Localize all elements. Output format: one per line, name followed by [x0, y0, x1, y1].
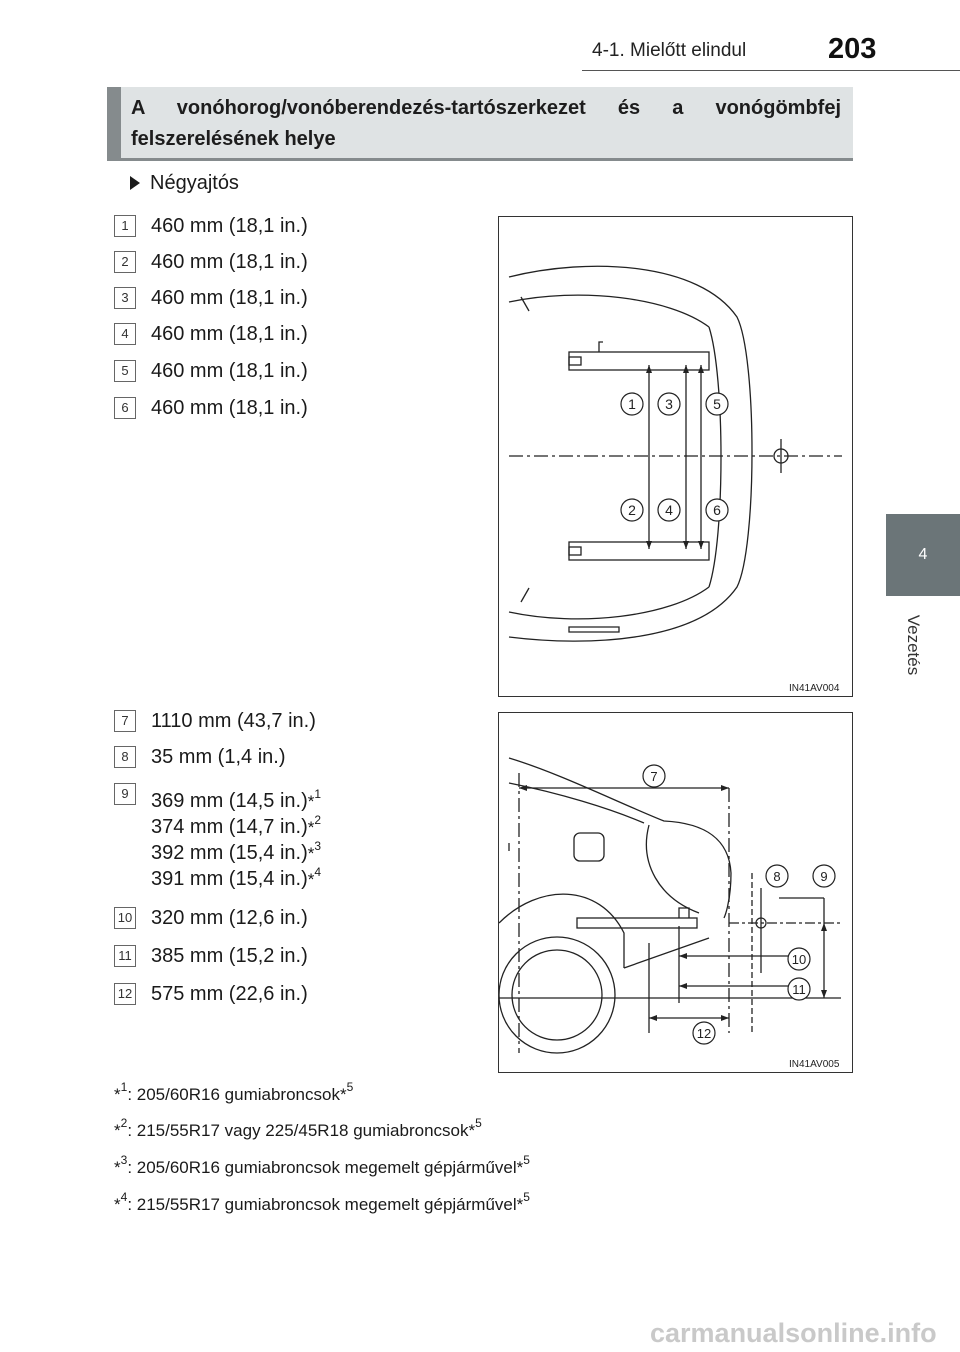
item-text: 575 mm (22,6 in.)	[151, 983, 308, 1005]
item-number: 6	[114, 397, 136, 419]
variant-label: Négyajtós	[150, 172, 239, 194]
page-number: 203	[828, 33, 877, 65]
callout-7: 7	[650, 769, 657, 784]
item-text: 1110 mm (43,7 in.)	[151, 710, 316, 732]
variant-heading: Négyajtós	[130, 172, 239, 195]
callout-3: 3	[665, 396, 673, 412]
diagram-code: IN41AV004	[789, 683, 840, 694]
item-text: 460 mm (18,1 in.)	[151, 215, 308, 237]
item-number: 11	[114, 945, 136, 967]
footnote: *4: 215/55R17 gumiabroncsok megemelt gép…	[114, 1190, 530, 1214]
section-title-line1: A vonóhorog/vonóberendezés-tartószerkeze…	[131, 97, 841, 119]
callout-8: 8	[773, 869, 780, 884]
callout-4: 4	[665, 502, 673, 518]
item-text: 385 mm (15,2 in.)	[151, 945, 308, 967]
side-view-diagram: 7 8 9 10 11 12 IN41AV005	[498, 712, 853, 1073]
section-header: 4-1. Mielőtt elindul	[592, 40, 747, 61]
footnote: *1: 205/60R16 gumiabroncsok*5	[114, 1080, 354, 1104]
item-number: 9	[114, 783, 136, 805]
item-number: 3	[114, 287, 136, 309]
item-text: 392 mm (15,4 in.)*3	[151, 839, 322, 864]
item-number: 2	[114, 251, 136, 273]
footnote: *3: 205/60R16 gumiabroncsok megemelt gép…	[114, 1153, 530, 1177]
callout-9: 9	[820, 869, 827, 884]
chapter-number: 4	[918, 546, 928, 563]
item-text: 391 mm (15,4 in.)*4	[151, 865, 322, 890]
callout-6: 6	[713, 502, 721, 518]
item-text: 460 mm (18,1 in.)	[151, 360, 308, 382]
footnote: *2: 215/55R17 vagy 225/45R18 gumiabroncs…	[114, 1116, 482, 1140]
item-text: 460 mm (18,1 in.)	[151, 323, 308, 345]
callout-5: 5	[713, 396, 721, 412]
top-view-diagram: 1 3 5 2 4 6 IN41AV004	[498, 216, 853, 697]
item-text: 35 mm (1,4 in.)	[151, 746, 286, 768]
item-number: 7	[114, 710, 136, 732]
header-rule	[582, 70, 960, 71]
item-text: 369 mm (14,5 in.)*1	[151, 787, 322, 812]
section-title: A vonóhorog/vonóberendezés-tartószerkeze…	[107, 87, 853, 161]
section-title-line2: felszerelésének helye	[131, 128, 336, 150]
item-number: 4	[114, 323, 136, 345]
watermark: carmanualsonline.info	[650, 1318, 937, 1348]
item-text: 460 mm (18,1 in.)	[151, 397, 308, 419]
item-text: 374 mm (14,7 in.)*2	[151, 813, 322, 838]
triangle-bullet-icon	[130, 176, 140, 190]
callout-11: 11	[792, 982, 806, 997]
diagram-code: IN41AV005	[789, 1059, 840, 1070]
chapter-tab: 4	[886, 514, 960, 596]
item-number: 8	[114, 746, 136, 768]
item-text: 460 mm (18,1 in.)	[151, 251, 308, 273]
callout-12: 12	[697, 1026, 711, 1041]
chapter-label: Vezetés	[904, 614, 923, 676]
item-number: 12	[114, 983, 136, 1005]
item-text: 320 mm (12,6 in.)	[151, 907, 308, 929]
side-view-drawing: 7 8 9 10 11 12 IN41AV005	[498, 757, 841, 1070]
callout-1: 1	[628, 396, 636, 412]
callout-10: 10	[792, 952, 806, 967]
item-text: 460 mm (18,1 in.)	[151, 287, 308, 309]
item-number: 10	[114, 907, 136, 929]
item-number: 5	[114, 360, 136, 382]
chapter-label-wrap: Vezetés	[902, 600, 924, 690]
callout-2: 2	[628, 502, 636, 518]
top-view-drawing: 1 3 5 2 4 6 IN41AV004	[508, 265, 842, 694]
item-number: 1	[114, 215, 136, 237]
